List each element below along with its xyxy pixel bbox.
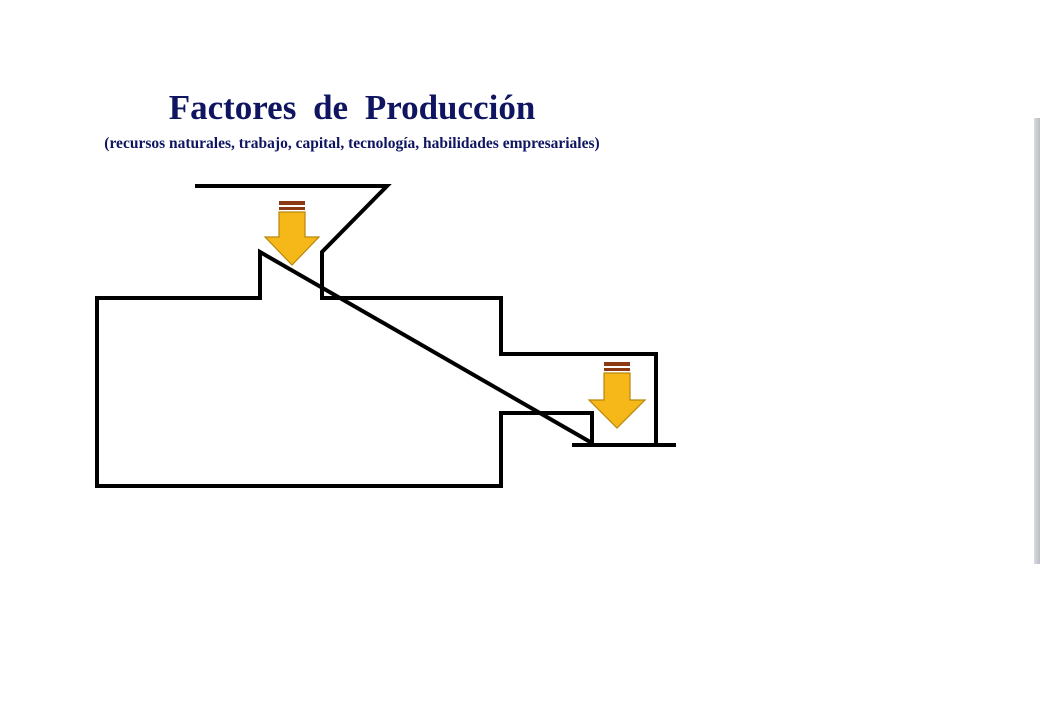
output-arrow-band: [604, 368, 630, 371]
input-arrow-band: [279, 207, 305, 210]
input-arrow-band: [279, 201, 305, 205]
output-arrow-band: [604, 362, 630, 366]
input-arrow-icon: [263, 201, 321, 266]
slide-edge-strip: [1034, 118, 1040, 564]
diagram-title: Factores de Producción: [168, 88, 536, 127]
output-arrow-icon: [587, 362, 647, 429]
machine-outline: [95, 184, 658, 488]
input-arrow-body: [263, 211, 321, 266]
diagram-subtitle: (recursos naturales, trabajo, capital, t…: [104, 135, 600, 152]
output-arrow-body: [587, 372, 647, 429]
